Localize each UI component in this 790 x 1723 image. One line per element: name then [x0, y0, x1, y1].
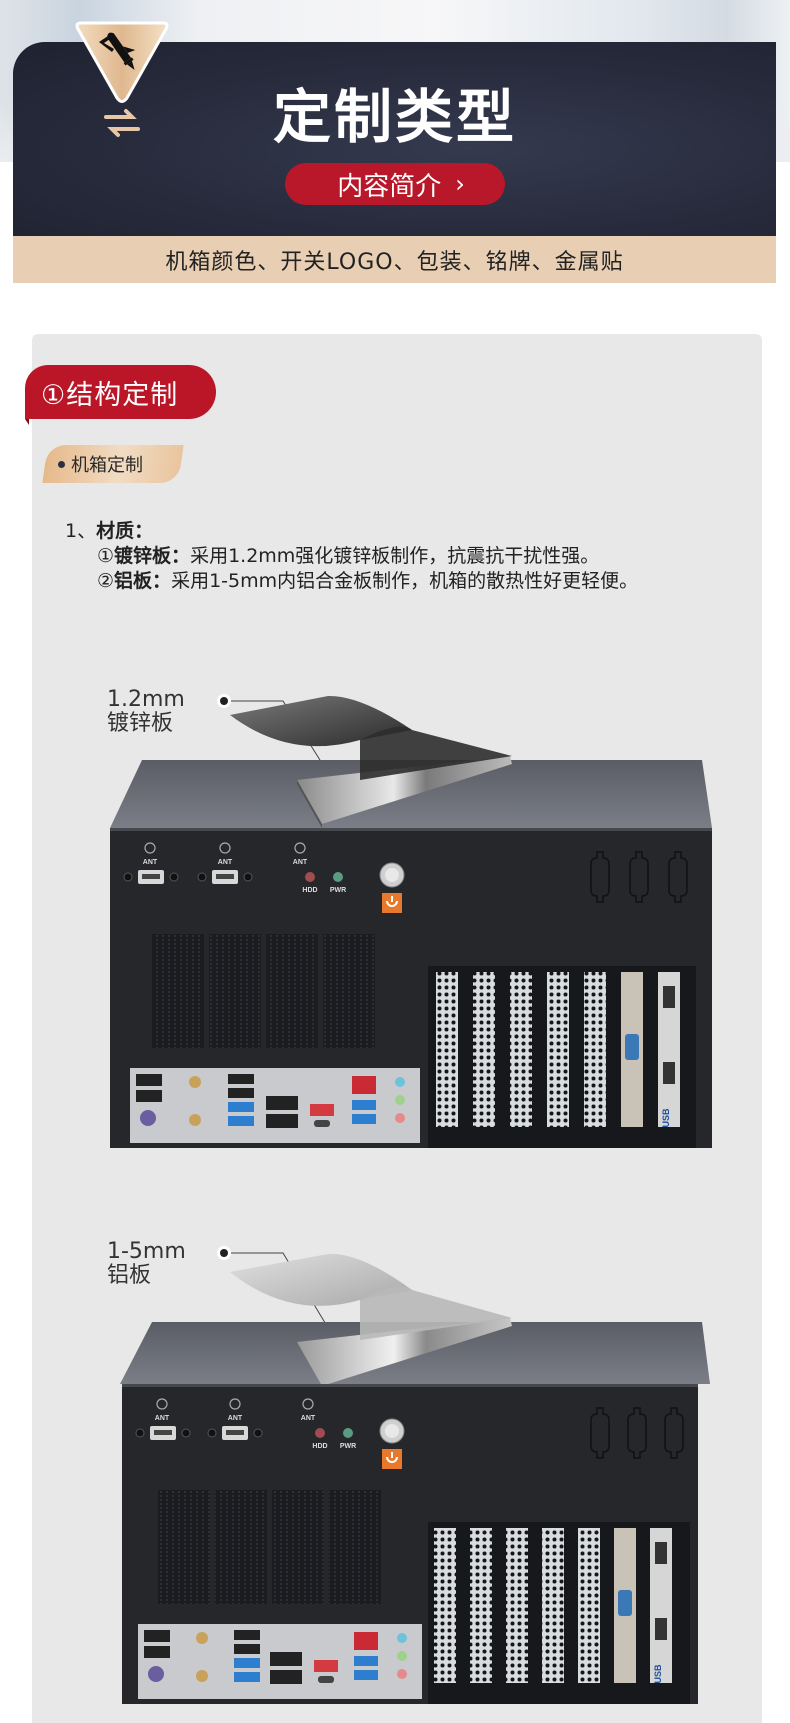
svg-text:USB: USB — [661, 1108, 671, 1128]
sub-tag: 机箱定制 — [58, 445, 143, 483]
swap-arrows-icon — [104, 109, 140, 137]
spec-item-marker: ② — [97, 570, 115, 592]
spec-item: ①镀锌板：采用1.2mm强化镀锌板制作，抗震抗干扰性强。 — [65, 544, 638, 569]
chassis-aluminum-illustration: ANT ANT ANT HDD PWR USB — [120, 1246, 710, 1704]
callout-thickness: 1-5mm — [107, 1239, 186, 1264]
svg-text:PWR: PWR — [340, 1443, 356, 1450]
spec-item-desc: 采用1-5mm内铝合金板制作，机箱的散热性好更轻便。 — [171, 570, 639, 592]
svg-text:ANT: ANT — [301, 1415, 316, 1422]
svg-text:ANT: ANT — [143, 859, 158, 866]
chassis-galvanized-illustration: ANT ANT ANT HDD PWR USB — [110, 694, 712, 1148]
section-title-tag: ①结构定制 — [25, 365, 216, 425]
callout-thickness: 1.2mm — [107, 687, 185, 712]
sub-tag-label: 机箱定制 — [71, 455, 143, 476]
svg-text:ANT: ANT — [228, 1415, 243, 1422]
spec-item: ②铝板：采用1-5mm内铝合金板制作，机箱的散热性好更轻便。 — [65, 569, 638, 594]
chevron-right-icon: › — [455, 170, 465, 198]
callout-label: 1-5mm 铝板 — [107, 1240, 186, 1288]
svg-text:HDD: HDD — [302, 887, 317, 894]
pen-ruler-icon — [75, 21, 169, 103]
svg-text:USB: USB — [653, 1664, 663, 1684]
callout-label: 1.2mm 镀锌板 — [107, 688, 185, 736]
spec-item-desc: 采用1.2mm强化镀锌板制作，抗震抗干扰性强。 — [190, 545, 600, 567]
svg-text:ANT: ANT — [218, 859, 233, 866]
spec-item-name: 铝板： — [114, 570, 172, 592]
spec-heading-number: 1、 — [65, 520, 97, 542]
material-spec: 1、材质： ①镀锌板：采用1.2mm强化镀锌板制作，抗震抗干扰性强。 ②铝板：采… — [65, 519, 638, 594]
content-intro-button[interactable]: 内容简介 › — [285, 163, 505, 205]
page-title: 定制类型 — [272, 83, 517, 151]
spec-item-name: 镀锌板： — [114, 545, 191, 567]
bullet-dot-icon — [58, 460, 65, 468]
svg-text:PWR: PWR — [330, 887, 346, 894]
callout-material: 镀锌板 — [107, 711, 174, 736]
callout-material: 铝板 — [107, 1263, 152, 1288]
spec-item-marker: ① — [97, 545, 115, 567]
spec-heading: 1、材质： — [65, 519, 638, 544]
spec-heading-label: 材质： — [96, 520, 154, 542]
svg-text:ANT: ANT — [293, 859, 308, 866]
svg-text:HDD: HDD — [312, 1443, 327, 1450]
svg-text:ANT: ANT — [155, 1415, 170, 1422]
content-intro-label: 内容简介 — [337, 171, 442, 202]
customization-summary: 机箱颜色、开关LOGO、包装、铭牌、金属贴 — [13, 236, 776, 283]
